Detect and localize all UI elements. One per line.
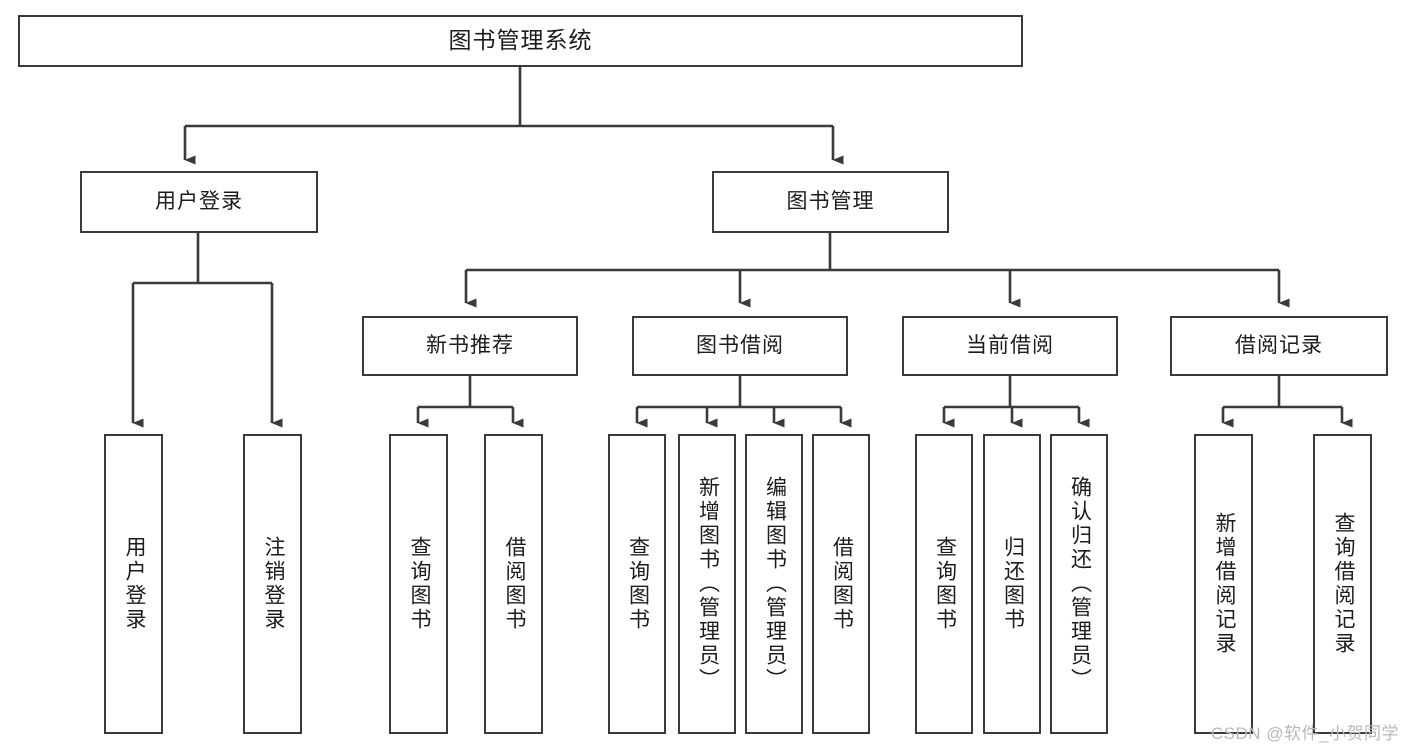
leaf-return-books[interactable]: 归还图书: [983, 434, 1041, 734]
node-book-borrow[interactable]: 图书借阅: [632, 316, 848, 376]
csdn-watermark: CSDN @软件_小贺同学: [1210, 724, 1399, 743]
leaf-user-login[interactable]: 用户登录: [104, 434, 163, 734]
leaf-user-logout[interactable]: 注销登录: [243, 434, 302, 734]
leaf-label: 查询图书: [626, 536, 650, 632]
leaf-borrow-books[interactable]: 借阅图书: [812, 434, 870, 734]
node-user-login[interactable]: 用户登录: [80, 171, 318, 233]
leaf-label: 编辑图书（管理员）: [763, 476, 787, 692]
leaf-label: 用户登录: [122, 536, 146, 632]
leaf-edit-book-admin[interactable]: 编辑图书（管理员）: [745, 434, 803, 734]
leaf-label: 新增图书（管理员）: [696, 476, 720, 692]
leaf-search-books-borrow[interactable]: 查询图书: [608, 434, 666, 734]
leaf-add-borrow-record[interactable]: 新增借阅记录: [1194, 434, 1253, 734]
leaf-confirm-return-admin[interactable]: 确认归还（管理员）: [1050, 434, 1108, 734]
leaf-search-books-current[interactable]: 查询图书: [915, 434, 973, 734]
leaf-search-books-new[interactable]: 查询图书: [389, 434, 448, 734]
node-new-book-recommend[interactable]: 新书推荐: [362, 316, 578, 376]
leaf-search-borrow-record[interactable]: 查询借阅记录: [1313, 434, 1372, 734]
leaf-label: 查询图书: [933, 536, 957, 632]
leaf-label: 注销登录: [261, 536, 285, 632]
node-borrow-records[interactable]: 借阅记录: [1170, 316, 1388, 376]
leaf-label: 借阅图书: [830, 536, 854, 632]
leaf-label: 归还图书: [1001, 536, 1025, 632]
leaf-borrow-books-new[interactable]: 借阅图书: [484, 434, 543, 734]
node-book-management[interactable]: 图书管理: [712, 171, 949, 233]
leaf-label: 新增借阅记录: [1212, 512, 1236, 656]
node-root-system[interactable]: 图书管理系统: [18, 15, 1023, 67]
leaf-label: 借阅图书: [502, 536, 526, 632]
leaf-label: 确认归还（管理员）: [1068, 476, 1092, 692]
node-current-borrow[interactable]: 当前借阅: [902, 316, 1118, 376]
leaf-label: 查询借阅记录: [1331, 512, 1355, 656]
leaf-label: 查询图书: [407, 536, 431, 632]
leaf-add-book-admin[interactable]: 新增图书（管理员）: [678, 434, 736, 734]
